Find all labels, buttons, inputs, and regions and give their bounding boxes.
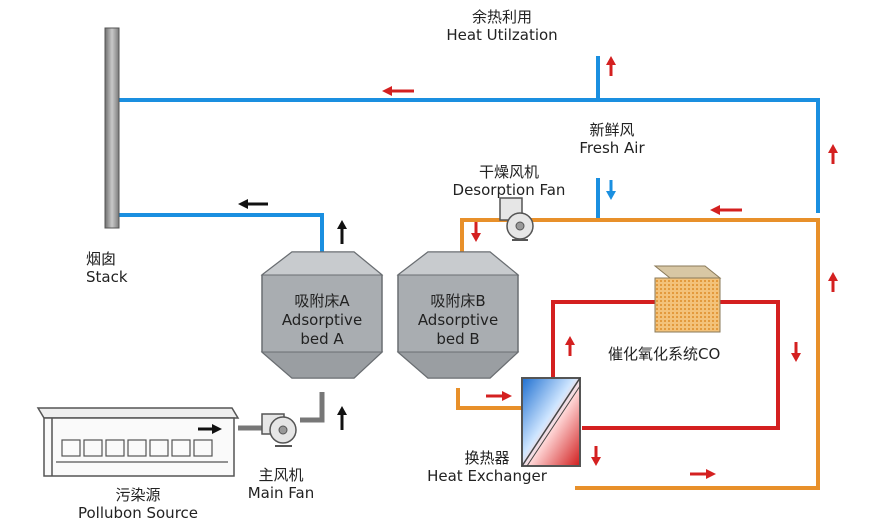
- heat-utilization-label: 余热利用 Heat Utilzation: [430, 8, 574, 44]
- desorption-fan-cn: 干燥风机: [478, 163, 539, 181]
- bed-b-cn: 吸附床B: [430, 292, 486, 310]
- main-fan-to-bed-a-pipe: [300, 392, 325, 423]
- arrow-up-right-1: [828, 144, 838, 164]
- arrow-down-exchanger: [591, 446, 601, 466]
- stack-en: Stack: [86, 268, 128, 286]
- exhaust-pipe-top: [118, 98, 820, 213]
- main-fan-en: Main Fan: [247, 484, 315, 502]
- arrow-right-source: [198, 424, 222, 434]
- arrow-down-fresh-air: [606, 180, 616, 200]
- arrow-up-bed-a-out: [337, 220, 347, 244]
- bed-a-cn: 吸附床A: [294, 292, 350, 310]
- desorption-fan-label: 干燥风机 Desorption Fan: [436, 163, 582, 199]
- gray-pipes: [238, 392, 325, 431]
- arrow-down-co: [791, 342, 801, 362]
- stack-chimney: [104, 27, 120, 229]
- pollution-source-en: Pollubon Source: [77, 504, 199, 522]
- heat-utilization-en: Heat Utilzation: [446, 26, 558, 44]
- desorption-loop-top: [460, 218, 820, 490]
- arrow-left-top: [382, 86, 414, 96]
- stack-cn: 烟囱: [86, 250, 117, 268]
- stack-label: 烟囱 Stack: [86, 250, 128, 286]
- heat-exchanger-en: Heat Exchanger: [427, 467, 547, 485]
- main-fan: [261, 413, 297, 447]
- co-to-exchanger-pipe: [582, 300, 780, 430]
- blue-pipes: [118, 56, 820, 252]
- fresh-air-cn: 新鲜风: [589, 121, 635, 139]
- flow-arrows: [198, 56, 838, 479]
- exchanger-to-co-pipe: [551, 300, 655, 378]
- fresh-air-label: 新鲜风 Fresh Air: [552, 121, 672, 157]
- adsorptive-bed-a: [260, 251, 384, 379]
- heat-utilization-cn: 余热利用: [471, 8, 532, 26]
- bed-a-en-2: bed A: [300, 330, 344, 348]
- arrow-right-bottom: [690, 469, 716, 479]
- desorption-fan: [499, 197, 534, 241]
- pollution-source-building: [36, 407, 240, 477]
- bed-b-to-exchanger-pipe: [456, 388, 523, 410]
- orange-pipes: [456, 218, 820, 490]
- fresh-air-en: Fresh Air: [579, 139, 645, 157]
- arrow-up-bed-a-in: [337, 406, 347, 430]
- main-fan-cn: 主风机: [258, 466, 304, 484]
- catalytic-oxidation-unit: [653, 265, 722, 333]
- bed-a-en-1: Adsorptive: [281, 311, 363, 329]
- co-system-label: 催化氧化系统CO: [608, 345, 721, 363]
- bed-b-en-2: bed B: [436, 330, 480, 348]
- red-pipes: [551, 300, 780, 430]
- pollution-source-label: 污染源 Pollubon Source: [58, 486, 218, 522]
- arrow-left-orange: [710, 205, 742, 215]
- heat-exchanger: [521, 377, 581, 467]
- bed-a-outlet-pipe: [118, 213, 324, 252]
- bed-a-label: 吸附床A Adsorptive bed A: [262, 292, 382, 349]
- arrow-up-exchanger: [565, 336, 575, 356]
- heat-exchanger-label: 换热器 Heat Exchanger: [412, 449, 562, 485]
- arrow-left-stack: [238, 199, 268, 209]
- main-fan-label: 主风机 Main Fan: [236, 466, 326, 502]
- arrow-up-heat-util: [606, 56, 616, 76]
- adsorptive-bed-b: [396, 251, 520, 379]
- bed-b-label: 吸附床B Adsorptive bed B: [398, 292, 518, 349]
- bed-b-en-1: Adsorptive: [417, 311, 499, 329]
- heat-exchanger-cn: 换热器: [464, 449, 510, 467]
- arrow-right-to-exchanger: [486, 391, 512, 401]
- pollution-source-cn: 污染源: [115, 486, 161, 504]
- arrow-up-right-2: [828, 272, 838, 292]
- desorption-fan-en: Desorption Fan: [452, 181, 566, 199]
- arrow-down-desorption: [471, 222, 481, 242]
